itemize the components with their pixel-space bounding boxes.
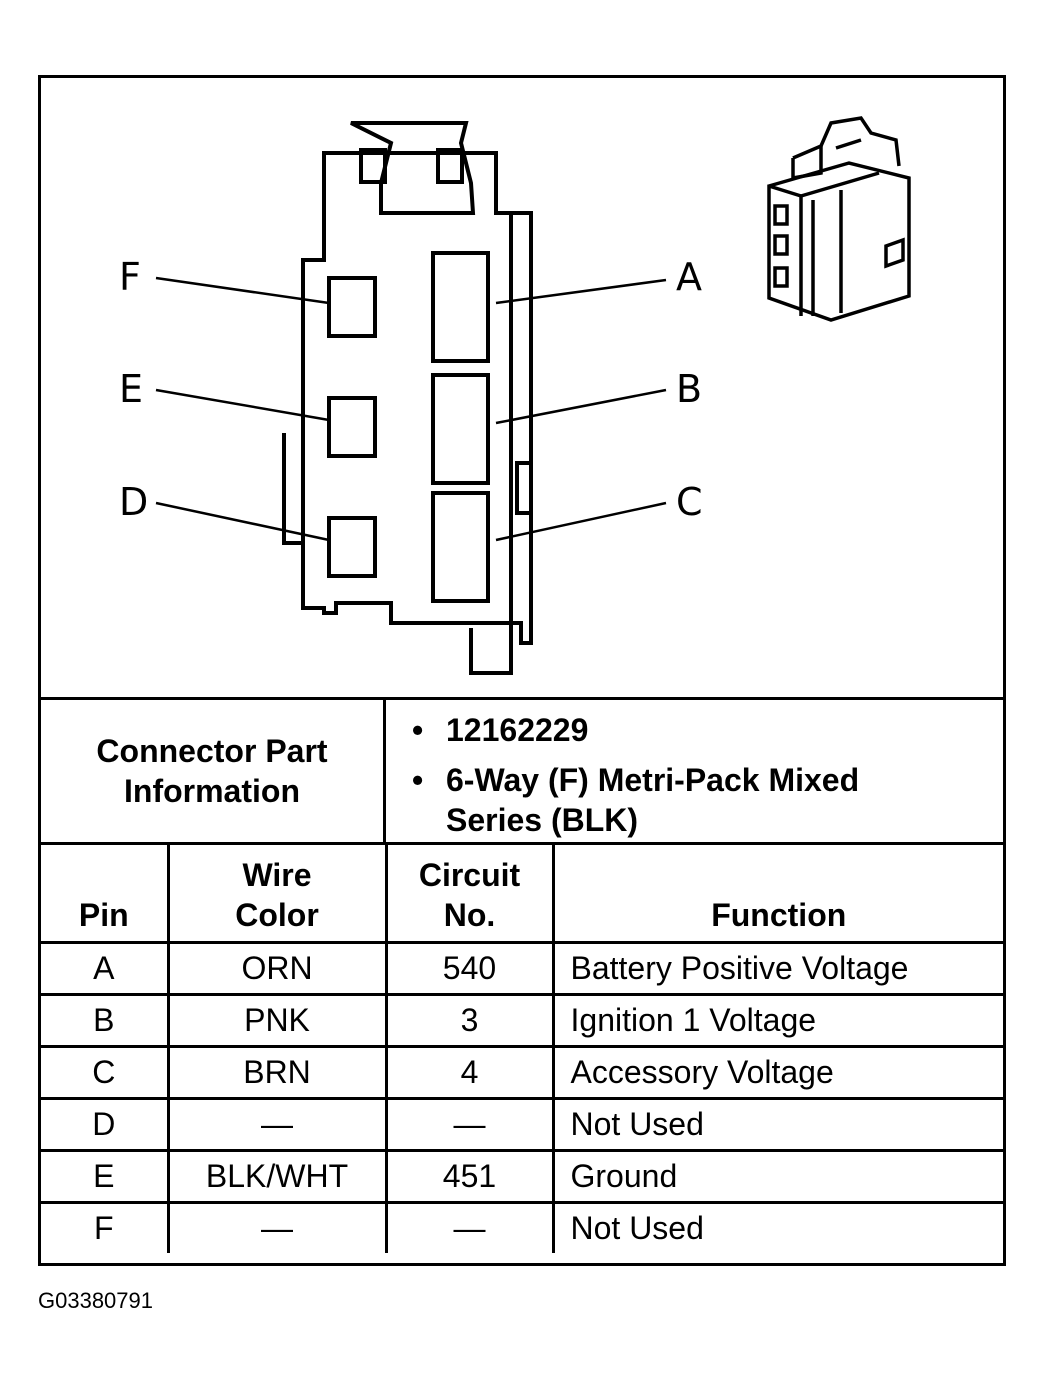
cell-pin: D — [41, 1097, 170, 1152]
cell-function: Accessory Voltage — [551, 1045, 1003, 1100]
cavity-C — [431, 491, 490, 603]
cell-circuit: 4 — [384, 1045, 555, 1100]
cell-function: Not Used — [551, 1201, 1003, 1253]
cell-circuit: 451 — [384, 1149, 555, 1204]
cavity-F — [327, 276, 377, 338]
cavity-D — [327, 516, 377, 578]
connector-info-list: 12162229 6-Way (F) Metri-Pack Mixed Seri… — [386, 700, 1003, 842]
connector-3d-view — [767, 116, 911, 322]
cell-pin: E — [41, 1149, 170, 1204]
cell-function: Not Used — [551, 1097, 1003, 1152]
pin-label-A: A — [676, 255, 702, 299]
pin-label-B: B — [676, 367, 702, 411]
table-row: C BRN 4 Accessory Voltage — [41, 1045, 1003, 1100]
connector-part-info: Connector Part Information 12162229 6-Wa… — [41, 697, 1003, 842]
table-row: E BLK/WHT 451 Ground — [41, 1149, 1003, 1204]
table-row: D — — Not Used — [41, 1097, 1003, 1152]
latch-slot-right — [436, 148, 464, 184]
cavity-B — [431, 373, 490, 485]
leader-E — [155, 388, 330, 422]
cell-circuit: 540 — [384, 941, 555, 996]
cell-circuit: 3 — [384, 993, 555, 1048]
connector-face-outline — [301, 151, 533, 645]
latch-slot-left — [359, 148, 387, 184]
pin-label-E: E — [119, 367, 143, 411]
side-tab — [515, 461, 533, 515]
cell-function: Battery Positive Voltage — [551, 941, 1003, 996]
cell-wire-color: PNK — [166, 993, 388, 1048]
header-function: Function — [551, 842, 1003, 944]
connector-latch — [350, 121, 476, 215]
cavity-E — [327, 396, 377, 458]
table-header-row: Pin Wire Color Circuit No. Function — [41, 842, 1003, 944]
cell-pin: F — [41, 1201, 170, 1253]
part-number: 12162229 — [412, 710, 588, 750]
cell-circuit: — — [384, 1097, 555, 1152]
figure-id: G03380791 — [38, 1288, 153, 1313]
cell-function: Ignition 1 Voltage — [551, 993, 1003, 1048]
table-row: F — — Not Used — [41, 1201, 1003, 1253]
leader-D — [155, 501, 330, 542]
connector-description: 6-Way (F) Metri-Pack Mixed Series (BLK) — [412, 760, 963, 840]
header-circuit-no: Circuit No. — [384, 842, 555, 944]
cavity-A — [431, 251, 490, 363]
cell-pin: A — [41, 941, 170, 996]
cell-pin: B — [41, 993, 170, 1048]
pin-label-F: F — [119, 255, 141, 299]
connector-diagram: A B C D E F — [119, 116, 911, 675]
leader-C — [495, 501, 667, 542]
header-pin: Pin — [41, 842, 170, 944]
figure-frame: A B C D E F Connector Part Information 1… — [38, 75, 1006, 1266]
cell-wire-color: — — [166, 1097, 388, 1152]
cell-pin: C — [41, 1045, 170, 1100]
cell-wire-color: ORN — [166, 941, 388, 996]
leader-F — [155, 276, 330, 305]
leader-B — [495, 388, 667, 425]
cell-function: Ground — [551, 1149, 1003, 1204]
table-row: B PNK 3 Ignition 1 Voltage — [41, 993, 1003, 1048]
cell-wire-color: BRN — [166, 1045, 388, 1100]
pin-table: Pin Wire Color Circuit No. Function A OR… — [41, 842, 1003, 1253]
cell-wire-color: BLK/WHT — [166, 1149, 388, 1204]
connector-side-rail — [469, 213, 513, 675]
connector-info-label: Connector Part Information — [41, 700, 386, 842]
leader-A — [495, 278, 667, 305]
header-wire-color: Wire Color — [166, 842, 388, 944]
table-row: A ORN 540 Battery Positive Voltage — [41, 941, 1003, 996]
pin-label-D: D — [119, 480, 148, 524]
cell-circuit: — — [384, 1201, 555, 1253]
cell-wire-color: — — [166, 1201, 388, 1253]
pin-label-C: C — [676, 480, 703, 524]
